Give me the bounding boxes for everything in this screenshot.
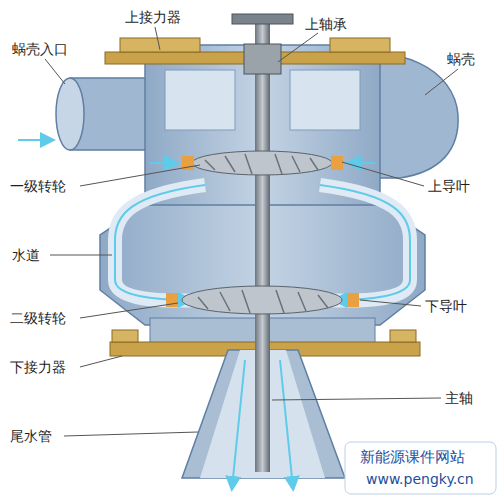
actuator-cylinder bbox=[112, 330, 138, 342]
part-label: 一级转轮 bbox=[10, 178, 66, 194]
actuator-cylinder bbox=[390, 330, 416, 342]
flow-arrow bbox=[232, 360, 245, 488]
second-runner bbox=[182, 286, 342, 314]
part-label: 二级转轮 bbox=[10, 310, 66, 326]
actuator-cylinder bbox=[330, 38, 390, 52]
leader-lines bbox=[45, 27, 458, 436]
part-label: 水道 bbox=[12, 247, 40, 263]
part-label: 尾水管 bbox=[10, 428, 52, 444]
casing-cavity bbox=[165, 70, 235, 130]
flow-arrow bbox=[115, 185, 205, 300]
part-label: 主轴 bbox=[445, 390, 473, 406]
flow-arrow bbox=[150, 162, 176, 164]
flow-arrow bbox=[280, 360, 293, 488]
main-shaft bbox=[255, 24, 270, 472]
part-label: 下接力器 bbox=[10, 359, 66, 375]
water-passage bbox=[115, 185, 205, 301]
flow-arrow bbox=[18, 139, 52, 141]
shaft-flange bbox=[232, 14, 293, 24]
part-label: 下导叶 bbox=[425, 298, 467, 314]
watermark-box bbox=[345, 442, 496, 494]
flow-arrow bbox=[320, 185, 410, 300]
watermark-text: 新能源课件网站 bbox=[360, 449, 465, 465]
first-runner bbox=[192, 151, 332, 175]
casing-cavity bbox=[290, 70, 360, 130]
flow-arrow bbox=[349, 162, 375, 164]
guide-vane bbox=[347, 293, 359, 307]
guide-vane bbox=[331, 156, 343, 170]
part-label: 蜗壳 bbox=[447, 51, 475, 67]
inlet-opening bbox=[56, 78, 84, 150]
water-passage bbox=[320, 185, 410, 301]
part-label: 上导叶 bbox=[428, 178, 470, 194]
part-label: 上轴承 bbox=[305, 16, 347, 32]
watermark-url: www.pengky.cn bbox=[366, 471, 474, 487]
upper-bearing bbox=[244, 44, 281, 74]
part-label: 上接力器 bbox=[125, 9, 181, 25]
runner-blades bbox=[198, 290, 328, 313]
runner-blades bbox=[205, 154, 318, 174]
part-label: 蜗壳入口 bbox=[12, 41, 68, 57]
